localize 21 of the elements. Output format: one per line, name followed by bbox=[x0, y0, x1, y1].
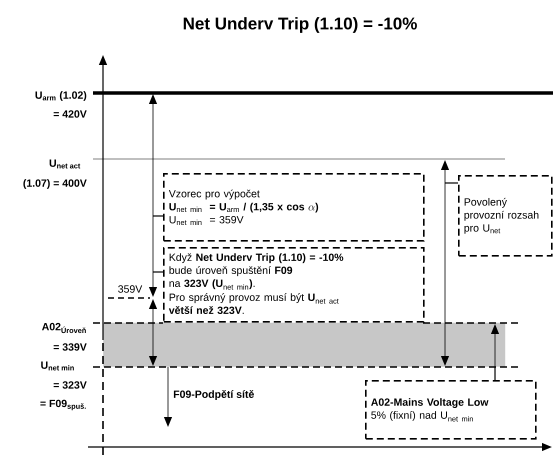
leader-line bbox=[494, 367, 496, 380]
warning-box: A02-Mains Voltage Low $\text{5\% (fixní) nad U}_{\text{net min}}$ bbox=[365, 380, 537, 440]
range-box: Povolený provozní rozsah pro U$_{net}$ bbox=[458, 175, 553, 257]
level-label: = 339V bbox=[54, 343, 87, 351]
level-label: A02$_{Úroveň}$ bbox=[42, 322, 86, 334]
level-label: = F09$_{spuš.}$ bbox=[40, 400, 86, 410]
edge-label: F09-Podpětí sítě bbox=[174, 390, 254, 400]
level-label: = 420V bbox=[54, 110, 87, 118]
level-label: = 323V bbox=[54, 381, 87, 389]
note-box: $\begin{array}{@{}l@{}}\text{Když \textbf{Net Underv Trip (1.10) = -10\%}}\\ \text{bude úroveň spuštění \textbf{F09}}\\ \text{na \textbf{323V (U}}_{\text{net min}}\text{\textbf{)}.}\end{array}$ $\begin{array}{@{}l@{}}\text{Pro správný provoz musí být \textbf{U}}_{\text{net act}}\\ \text{\textbf{větší než 323V}.}\end{array}$ bbox=[163, 247, 425, 323]
title: Net Underv Trip (1.10) = -10% bbox=[184, 17, 417, 33]
level-label: 359V bbox=[118, 285, 142, 293]
leader-line bbox=[445, 182, 458, 184]
shaded-band bbox=[103, 322, 506, 367]
leader-line bbox=[153, 215, 163, 217]
level-label: $\text{\textbf{U}}_{\text{\textbf{net min}}}$ bbox=[41, 362, 74, 370]
formula-box: Vzorec pro výpočet $\text{\textbf{U}}_{\text{net min}}\ \ \text{\textbf{= U}}_{\text{arm}}\text{\textbf{ / (1,35 x cos }}\alpha\text{\textbf{)}}$ $\text{U}_{\text{net min}}\ \ \text{= 359V}$ bbox=[163, 173, 425, 242]
level-label: $\text{\textbf{U}}_{\text{\textbf{net act}}}$ bbox=[50, 160, 80, 168]
leader-line bbox=[153, 271, 163, 273]
level-label: (1.07) = 400V bbox=[23, 179, 87, 189]
level-label: U$_{arm}$ (1.02) bbox=[36, 91, 86, 101]
